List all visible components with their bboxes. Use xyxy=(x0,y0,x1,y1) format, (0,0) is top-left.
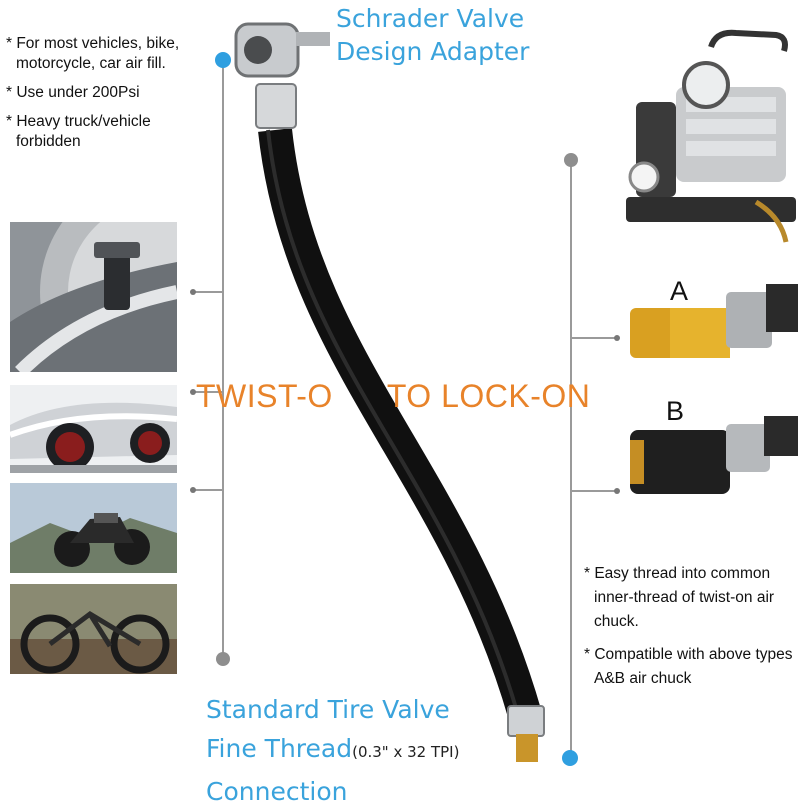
left-connector-line xyxy=(222,62,224,662)
sports-car-photo xyxy=(10,385,177,473)
bottom-connector-dot xyxy=(562,750,578,766)
tick-dot-2 xyxy=(190,389,196,395)
compat-note-types: * Compatible with above types A&B air ch… xyxy=(584,646,793,687)
usage-note-vehicles: * For most vehicles, bike, motorcycle, c… xyxy=(6,35,180,72)
adapter-title-line2: Design Adapter xyxy=(336,37,530,66)
twist-lock-slogan: TWIST-O TO LOCK-ON xyxy=(196,378,590,415)
car-wheel-photo xyxy=(10,222,177,372)
motorcycle-photo xyxy=(10,483,177,573)
tick-photo-2 xyxy=(192,391,222,393)
right-connector-line xyxy=(570,162,572,758)
tick-photo-1 xyxy=(192,291,222,293)
air-compressor-image xyxy=(606,27,798,259)
black-chuck-b-image xyxy=(626,396,798,502)
valve-title-line3: Connection xyxy=(206,777,348,806)
usage-note-forbidden: * Heavy truck/vehicle forbidden xyxy=(6,113,151,150)
valve-title-line2: Fine Thread xyxy=(206,734,353,763)
tick-dot-a xyxy=(614,335,620,341)
chuck-b-label: B xyxy=(666,396,685,426)
twist-lock-slogan-right: TO LOCK-ON xyxy=(386,378,591,414)
tick-chuck-b xyxy=(571,490,617,492)
adapter-title: Schrader Valve Design Adapter xyxy=(336,2,529,68)
adapter-title-line1: Schrader Valve xyxy=(336,4,525,33)
brass-chuck-a-image xyxy=(626,272,798,372)
tick-chuck-a xyxy=(571,337,617,339)
right-top-dot xyxy=(564,153,578,167)
tick-photo-3 xyxy=(192,489,222,491)
top-connector-dot xyxy=(215,52,231,68)
twist-lock-slogan-left: TWIST-O xyxy=(196,378,333,414)
left-bottom-dot xyxy=(216,652,230,666)
chuck-a-label: A xyxy=(670,276,689,306)
usage-notes: * For most vehicles, bike, motorcycle, c… xyxy=(6,34,196,161)
tick-dot-3 xyxy=(190,487,196,493)
tick-dot-b xyxy=(614,488,620,494)
tick-dot-1 xyxy=(190,289,196,295)
valve-title-line1: Standard Tire Valve xyxy=(206,695,450,724)
bicycle-photo xyxy=(10,584,177,674)
thread-spec: (0.3" x 32 TPI) xyxy=(352,743,460,761)
usage-note-pressure: * Use under 200Psi xyxy=(6,84,140,101)
compatibility-notes: * Easy thread into common inner-thread o… xyxy=(584,562,796,700)
valve-title: Standard Tire Valve Fine Thread(0.3" x 3… xyxy=(206,690,459,811)
compat-note-thread: * Easy thread into common inner-thread o… xyxy=(584,565,775,630)
